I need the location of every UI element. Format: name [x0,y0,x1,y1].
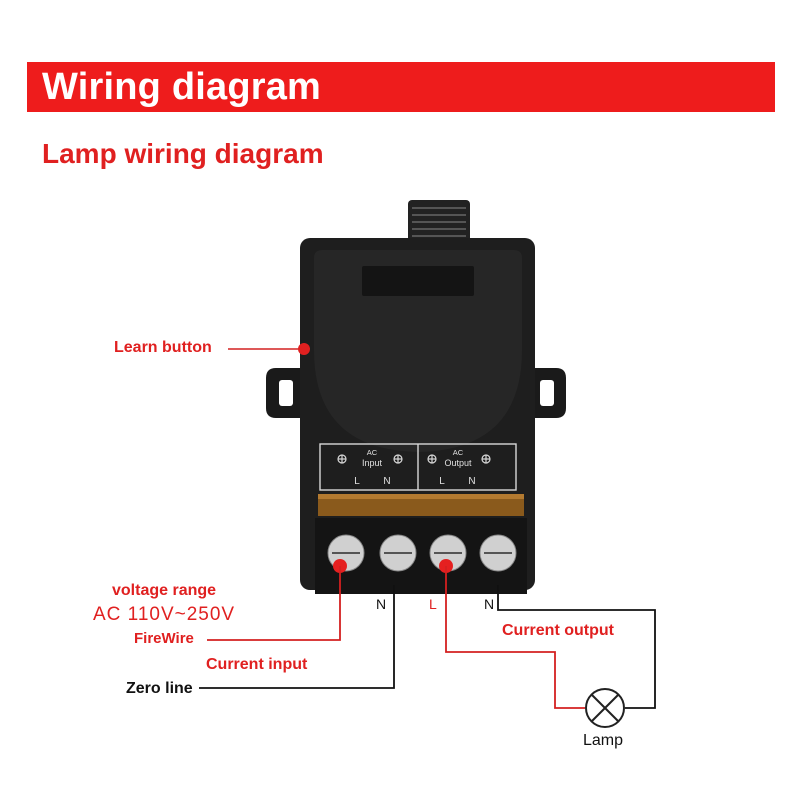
neutral-return-wire [497,585,656,709]
current-output-label: Current output [502,622,614,639]
device-cover [314,250,522,452]
terminal-label-panel [319,443,517,491]
voltage-value-label: AC 110V~250V [93,604,236,625]
terminal-cover [318,494,524,516]
learn-button-marker [298,343,310,355]
wire-n2-label: N [484,596,495,612]
learn-button-label: Learn button [114,339,212,356]
title-banner: Wiring diagram [27,62,775,112]
firewire-label: FireWire [134,630,194,647]
input-l-label: L [354,476,360,487]
wire-n1-label: N [376,596,387,612]
current-output-wire [445,566,585,709]
input-ac-label: AC [367,448,378,457]
output-group-label: Output [444,458,472,468]
page-title: Wiring diagram [42,66,322,108]
current-input-label: Current input [206,656,308,673]
output-ac-label: AC [453,448,464,457]
wire-l-label: L [429,596,437,612]
zero-line-label: Zero line [126,680,193,697]
mounting-hole-right [540,380,554,406]
voltage-range-label: voltage range [112,582,217,599]
mounting-hole-left [279,380,293,406]
firewire-wire [207,566,341,641]
antenna [408,200,470,242]
input-n-label: N [383,476,390,487]
status-window [362,266,474,296]
diagram-subtitle: Lamp wiring diagram [42,138,324,169]
terminal-block [315,518,527,594]
zero-line-wire [199,585,395,689]
input-group-label: Input [362,458,383,468]
output-l-label: L [439,476,445,487]
lamp-icon [585,688,625,728]
output-n-label: N [468,476,475,487]
lamp-label: Lamp [583,732,624,749]
